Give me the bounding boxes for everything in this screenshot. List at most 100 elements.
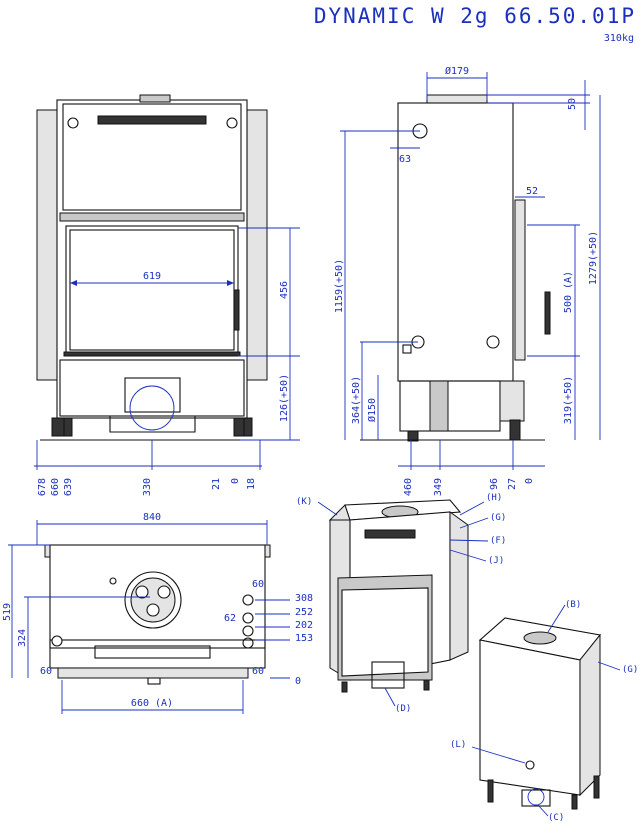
- dim-60-left: 60: [40, 666, 52, 677]
- dim-364: 364(+50): [351, 376, 362, 424]
- leader-line: [449, 539, 489, 542]
- dim-0: 0: [524, 478, 535, 484]
- iso1-right-panel: [449, 511, 469, 661]
- leader-line: [537, 804, 549, 817]
- iso2-foot: [487, 779, 494, 803]
- leader-line: [317, 501, 338, 516]
- front-foot-right: [233, 417, 245, 437]
- dim-840: 840: [143, 512, 161, 523]
- rear-connector-202: [242, 625, 254, 637]
- front-ash-tray: [109, 416, 196, 433]
- iso2-bottom-circle: [527, 788, 545, 806]
- side-door-profile: [514, 199, 526, 361]
- dim-456: 456: [279, 281, 290, 299]
- dim-52: 52: [526, 186, 538, 197]
- leader-line: [459, 501, 485, 516]
- iso2-port: [525, 760, 535, 770]
- dim-678: 678: [37, 478, 48, 496]
- leader-line: [449, 549, 487, 562]
- front-foot-left-2: [63, 417, 73, 437]
- leader-line: [384, 687, 396, 707]
- rear-flue-hole: [157, 585, 171, 599]
- front-foot-right-2: [243, 417, 253, 437]
- iso2-flue: [523, 631, 557, 645]
- dim-63: 63: [399, 154, 411, 165]
- rear-small-port: [109, 577, 117, 585]
- iso-rear-view: (B) (G) (L) (C): [450, 600, 638, 823]
- rear-connector-308: [242, 594, 254, 606]
- front-foot-left: [51, 417, 65, 437]
- iso2-bottom-box: [521, 789, 551, 807]
- dim-619: 619: [143, 271, 161, 282]
- dim-0: 0: [230, 478, 241, 484]
- iso1-glass: [341, 587, 429, 677]
- rear-view: 840 660 (A) 519 324 60 60 308 62 252 202: [2, 512, 313, 714]
- side-body: [397, 102, 514, 382]
- iso1-ash-box: [371, 661, 405, 689]
- dim-0: 0: [295, 676, 301, 687]
- iso2-back: [479, 639, 581, 796]
- dim-50: 50: [567, 98, 578, 110]
- dim-639: 639: [63, 478, 74, 496]
- rear-connector-252: [242, 612, 254, 624]
- front-top-collar: [139, 94, 171, 103]
- dim-96: 96: [489, 478, 500, 490]
- front-door-top-frame: [59, 212, 245, 222]
- front-door-sill: [63, 351, 241, 357]
- dim-308: 308: [295, 593, 313, 604]
- dim-21: 21: [211, 478, 222, 490]
- side-water-port-right: [486, 335, 500, 349]
- dim-460: 460: [403, 478, 414, 496]
- front-handle-bar: [97, 115, 207, 125]
- callout-k: (K): [296, 497, 312, 507]
- iso1-handle: [364, 529, 416, 539]
- iso1-foot: [423, 679, 430, 691]
- iso2-foot: [593, 775, 600, 799]
- rear-flue-hole: [135, 585, 149, 599]
- dim-arrow: [227, 280, 234, 286]
- dim-500: 500 (A): [563, 271, 574, 313]
- iso2-side: [579, 633, 601, 797]
- front-bolt-right: [226, 117, 238, 129]
- dim-519: 519: [2, 603, 13, 621]
- callout-g: (G): [490, 513, 506, 523]
- side-base: [399, 380, 501, 432]
- callout-f: (F): [490, 536, 506, 546]
- dim-27: 27: [507, 478, 518, 490]
- iso2-foot: [571, 794, 578, 810]
- rear-floor-clip: [147, 677, 161, 685]
- callout-j: (J): [488, 556, 504, 566]
- dim-62: 62: [224, 613, 236, 624]
- rear-corner-port: [51, 635, 63, 647]
- front-flue-circle: [129, 385, 175, 431]
- front-body: [56, 99, 248, 419]
- leader-line: [471, 746, 526, 764]
- rear-flue-hole: [146, 603, 160, 617]
- dim-319: 319(+50): [563, 376, 574, 424]
- dim-660: 660: [50, 478, 61, 496]
- dim-324: 324: [17, 629, 28, 647]
- dim-18: 18: [246, 478, 257, 490]
- callout-l: (L): [450, 740, 466, 750]
- rear-base-panel: [94, 645, 211, 659]
- rear-floor-plate: [57, 667, 249, 679]
- weight-label: 310kg: [603, 33, 634, 44]
- dim-60-right-top: 60: [252, 579, 264, 590]
- rear-base-strip: [49, 639, 266, 649]
- model-title: DYNAMIC W 2g 66.50.01P: [313, 4, 636, 28]
- dim-660a: 660 (A): [131, 698, 173, 709]
- callout-c: (C): [548, 813, 564, 823]
- leader-line: [547, 604, 566, 633]
- side-foot-right: [509, 419, 521, 441]
- front-bolt-left: [67, 117, 79, 129]
- front-door-handle: [233, 289, 240, 331]
- dim-1159: 1159(+50): [334, 259, 345, 313]
- front-view: 619 456 126(+50) 678 660 639 330 21 0 18: [34, 94, 300, 496]
- dim-179: Ø179: [445, 65, 469, 77]
- callout-g2: (G): [622, 665, 638, 675]
- leader-line: [459, 517, 489, 529]
- front-left-panel: [36, 109, 60, 381]
- dim-349: 349: [433, 478, 444, 496]
